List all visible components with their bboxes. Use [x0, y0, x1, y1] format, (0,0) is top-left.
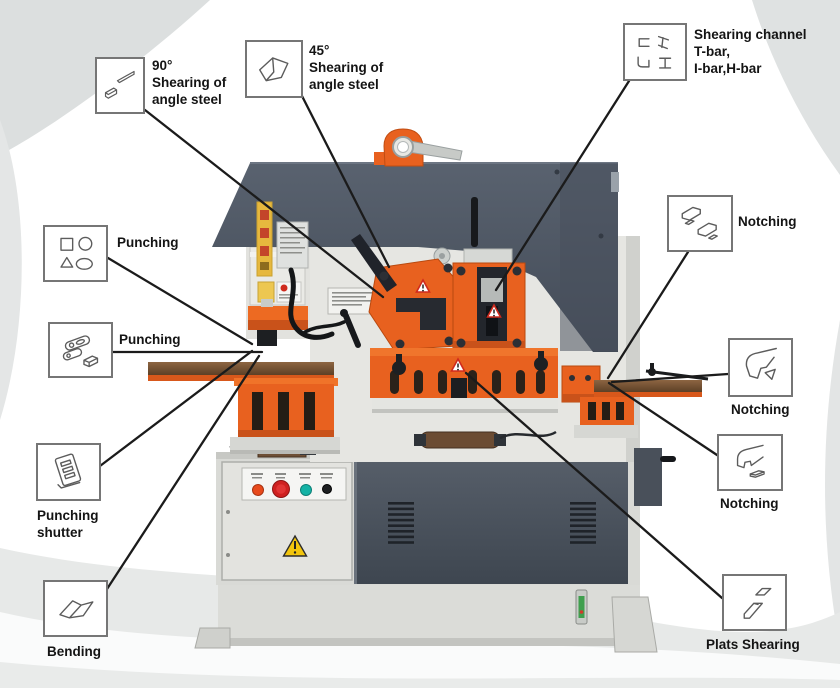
plats-shearing-icon [743, 588, 772, 620]
callout-box-shearing-channel [623, 23, 687, 81]
callout-box-bending [43, 580, 108, 637]
side-handle [660, 456, 676, 462]
head-spec-label [276, 221, 309, 269]
leader-punching-shapes [106, 256, 254, 346]
notch-table [594, 380, 702, 392]
callout-box-punching [48, 322, 113, 378]
leader-shearing-45 [300, 94, 391, 269]
machine-foot-right [611, 596, 658, 653]
leader-shearing-90 [143, 108, 385, 299]
leader-punching-shutter [98, 349, 254, 468]
stop-rod [645, 369, 709, 381]
callout-box-punching-shapes [43, 225, 108, 282]
leader-plats-shearing [464, 371, 724, 600]
callout-box-shearing-45 [245, 40, 303, 98]
label-notching-top: Notching [738, 214, 797, 229]
oil-level-gauge [575, 589, 588, 625]
bent-plate-45-icon [259, 57, 289, 82]
lifting-lug [374, 128, 463, 167]
start-button [300, 484, 312, 496]
notching-profile-icon [736, 444, 765, 479]
callout-box-notching-top [667, 195, 733, 252]
punch-shapes-icon [59, 236, 93, 271]
punched-plates-icon [62, 335, 98, 368]
callout-box-punching-shutter [36, 443, 101, 501]
callout-box-notching-bottom [717, 434, 783, 491]
flat-shear-table [370, 348, 558, 413]
hydraulic-hose [288, 267, 335, 340]
machine-head [212, 162, 619, 352]
channel-profiles-icon [637, 36, 671, 69]
machine-foot-left [194, 627, 231, 649]
notching-channel-icon [745, 348, 777, 381]
label-shearing-90: 90° Shearing of angle steel [152, 58, 227, 107]
head-hinge [611, 172, 619, 192]
control-panel [241, 467, 347, 501]
head-lever-rod [471, 197, 478, 247]
label-bending: Bending [47, 644, 101, 659]
bending-icon [58, 600, 94, 619]
machine-base [194, 583, 658, 653]
punch-station [148, 267, 361, 454]
leader-notching-middle [610, 372, 730, 384]
leader-notching-bottom [607, 381, 719, 457]
head-warning-strip [256, 201, 273, 277]
notching-channels-icon [681, 206, 718, 241]
notching-station [561, 363, 709, 438]
label-punching: Punching [119, 332, 181, 347]
callout-box-plats-shearing [722, 574, 787, 631]
bg-swoosh-left [0, 120, 22, 420]
bg-wave-white [0, 612, 840, 688]
punching-shutter-icon [54, 453, 81, 489]
label-shearing-channel: Shearing channel T-bar, I-bar,H-bar [694, 27, 807, 76]
punch-table [148, 362, 334, 375]
angle-steel-90-icon [104, 71, 135, 99]
selector-knob [322, 484, 332, 494]
label-punching-shutter: Punching shutter [37, 508, 99, 540]
label-shearing-45: 45° Shearing of angle steel [309, 43, 384, 92]
bg-swoosh-top-right [752, 0, 840, 175]
punch-die [257, 330, 277, 346]
side-valve-box [634, 448, 676, 506]
leader-shearing-channel [494, 79, 631, 292]
leader-bending [105, 354, 261, 591]
leader-notching-top [606, 250, 690, 380]
clamp-handle [343, 313, 361, 348]
warning-sticker [282, 534, 308, 557]
bg-wave-bottom [0, 662, 840, 688]
vent-panel [354, 460, 628, 584]
label-plats-shearing: Plats Shearing [706, 637, 800, 652]
label-notching-bottom: Notching [720, 496, 779, 511]
label-punching-shapes: Punching [117, 235, 179, 250]
power-indicator-lamp [252, 484, 264, 496]
label-notching-middle: Notching [731, 402, 790, 417]
bg-swoosh-right [825, 320, 840, 648]
callout-box-notching-middle [728, 338, 793, 397]
callout-box-shearing-90 [95, 57, 145, 114]
